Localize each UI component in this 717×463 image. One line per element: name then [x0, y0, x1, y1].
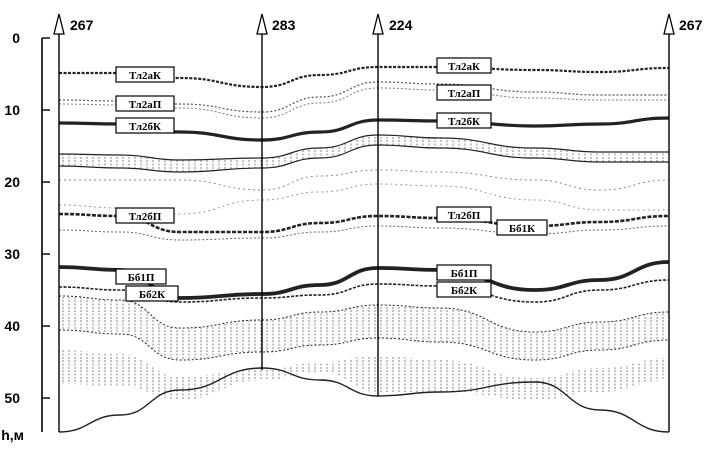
well-3: 224: [372, 13, 413, 396]
stratigraphic-layers: [58, 65, 670, 433]
horizon-labels: Тл2аК Тл2аП Тл2бК Тл2бП Бб1П Бб2К Тл2аК: [115, 57, 548, 302]
well-marker-3: [372, 13, 384, 35]
horizon-label-8: Тл2аП: [436, 84, 492, 101]
horizon-label-5: Бб1П: [115, 268, 167, 285]
horizon-label-11: Бб1К: [496, 219, 548, 236]
tick-label-0: 0: [12, 30, 20, 46]
horizon-label-5-text: Бб1П: [128, 272, 155, 284]
well-label-2: 283: [272, 17, 296, 33]
horizon-label-1-text: Тл2аК: [129, 70, 161, 82]
horizon-label-12-text: Бб1П: [451, 268, 478, 280]
well-marker-1: [53, 13, 65, 35]
horizon-label-10: Тл2бП: [436, 206, 492, 223]
lens-line-2: [58, 183, 669, 215]
well-label-4: 267: [679, 17, 703, 33]
tick-label-20: 20: [4, 174, 20, 190]
horizon-label-7: Тл2аК: [436, 57, 492, 74]
horizon-label-6-text: Бб2К: [139, 289, 165, 301]
section-bottom-boundary: [58, 367, 670, 433]
horizon-label-12: Бб1П: [436, 264, 492, 281]
horizon-label-11-text: Бб1К: [509, 223, 535, 235]
horizon-label-4-text: Тл2бП: [129, 211, 162, 223]
hatched-band-lower: [59, 296, 669, 360]
tick-label-40: 40: [4, 318, 20, 334]
well-4: 267: [663, 13, 703, 432]
well-marker-2: [256, 13, 268, 35]
horizon-line-tl2bp: [58, 212, 670, 234]
horizon-label-3: Тл2бК: [115, 117, 175, 134]
horizon-label-9: Тл2бК: [436, 112, 492, 129]
hatched-band-lower-top: [58, 295, 670, 333]
horizon-line-tl2bp-2: [58, 225, 670, 241]
well-label-1: 267: [70, 17, 94, 33]
tick-label-50: 50: [4, 390, 20, 406]
wells: 267 283 224 267: [53, 13, 703, 432]
axis-unit-label: h,м: [1, 427, 24, 443]
horizon-label-3-text: Тл2бК: [129, 121, 161, 133]
hatched-band-lower-bottom: [58, 329, 670, 361]
well-1: 267: [53, 13, 94, 432]
hatched-band-deep: [59, 350, 669, 400]
horizon-label-1: Тл2аК: [115, 66, 175, 83]
horizon-label-13: Бб2К: [436, 281, 492, 298]
horizon-label-8-text: Тл2аП: [448, 88, 481, 100]
depth-axis: 0 10 20 30 40 50 h,м: [1, 30, 50, 443]
hatched-band-upper-top: [58, 134, 669, 161]
horizon-label-9-text: Тл2бК: [448, 116, 480, 128]
horizon-label-4: Тл2бП: [115, 207, 175, 224]
well-label-3: 224: [389, 17, 413, 33]
tick-label-30: 30: [4, 246, 20, 262]
horizon-label-7-text: Тл2аК: [448, 61, 480, 73]
well-2: 283: [256, 13, 296, 370]
horizon-label-10-text: Тл2бП: [448, 210, 481, 222]
horizon-label-6: Бб2К: [125, 285, 179, 302]
hatched-band-upper: [59, 135, 669, 172]
well-marker-4: [663, 13, 675, 35]
tick-label-10: 10: [4, 102, 20, 118]
hatched-band-upper-bottom: [58, 144, 669, 173]
lens-line-1: [59, 169, 670, 191]
horizon-label-2-text: Тл2аП: [129, 99, 162, 111]
horizon-label-13-text: Бб2К: [451, 285, 477, 297]
horizon-label-2: Тл2аП: [115, 95, 175, 112]
